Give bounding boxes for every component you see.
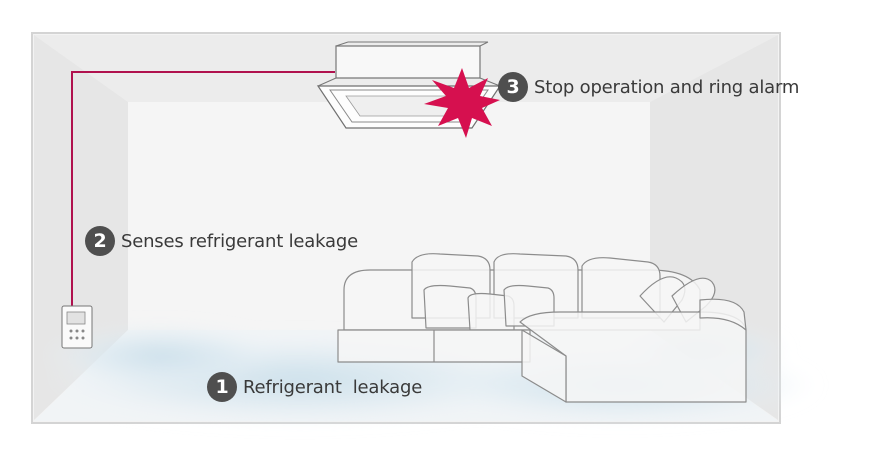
step-2-label: Senses refrigerant leakage bbox=[121, 230, 358, 252]
step-3-label: Stop operation and ring alarm bbox=[534, 76, 800, 98]
left-wall bbox=[34, 35, 128, 420]
sofa-icon bbox=[337, 253, 747, 403]
alarm-burst-icon bbox=[424, 68, 500, 138]
step-1-label: Refrigerant leakage bbox=[243, 376, 423, 398]
step-2-callout: 2 Senses refrigerant leakage bbox=[85, 226, 358, 256]
step-2-badge: 2 bbox=[85, 226, 115, 256]
leak-sensor-icon bbox=[61, 305, 93, 349]
step-3-callout: 3 Stop operation and ring alarm bbox=[498, 72, 799, 102]
step-1-badge: 1 bbox=[207, 372, 237, 402]
step-1-callout: 1 Refrigerant leakage bbox=[207, 372, 422, 402]
sensor-wire bbox=[71, 71, 335, 312]
step-3-badge: 3 bbox=[498, 72, 528, 102]
